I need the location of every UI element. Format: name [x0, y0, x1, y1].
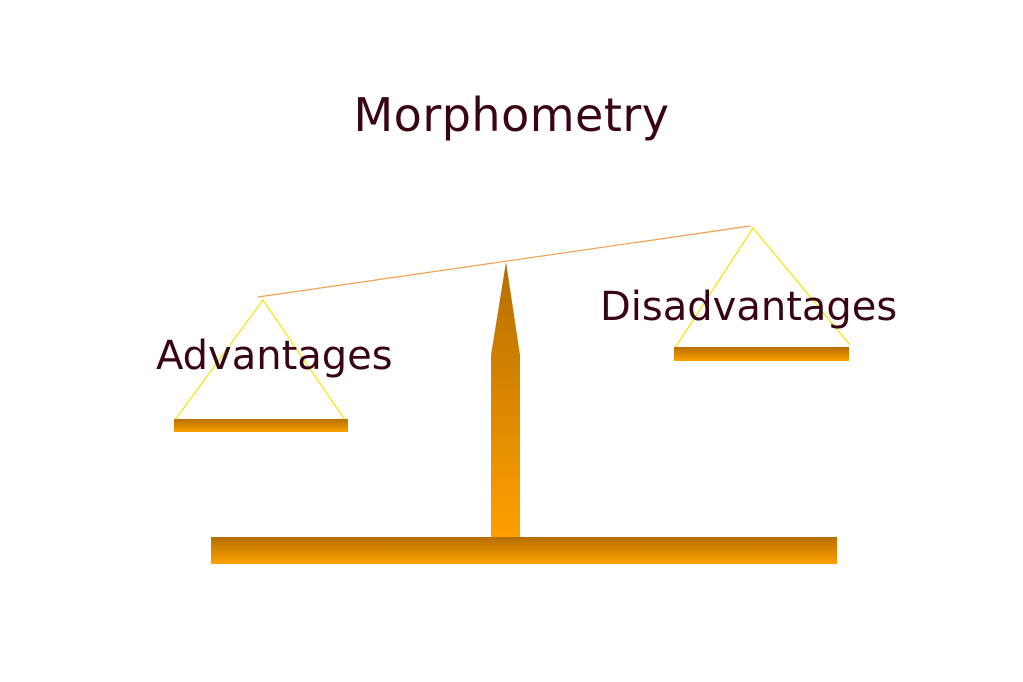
scale-beam	[257, 225, 751, 298]
scale-post	[491, 262, 520, 538]
scale-base	[211, 537, 837, 564]
left-pan-strings	[174, 298, 346, 421]
advantages-label: Advantages	[156, 333, 393, 379]
disadvantages-label: Disadvantages	[600, 284, 898, 330]
left-pan	[174, 419, 348, 432]
right-pan	[674, 347, 849, 361]
slide-title: Morphometry	[353, 88, 670, 142]
right-pan-strings	[674, 226, 851, 349]
